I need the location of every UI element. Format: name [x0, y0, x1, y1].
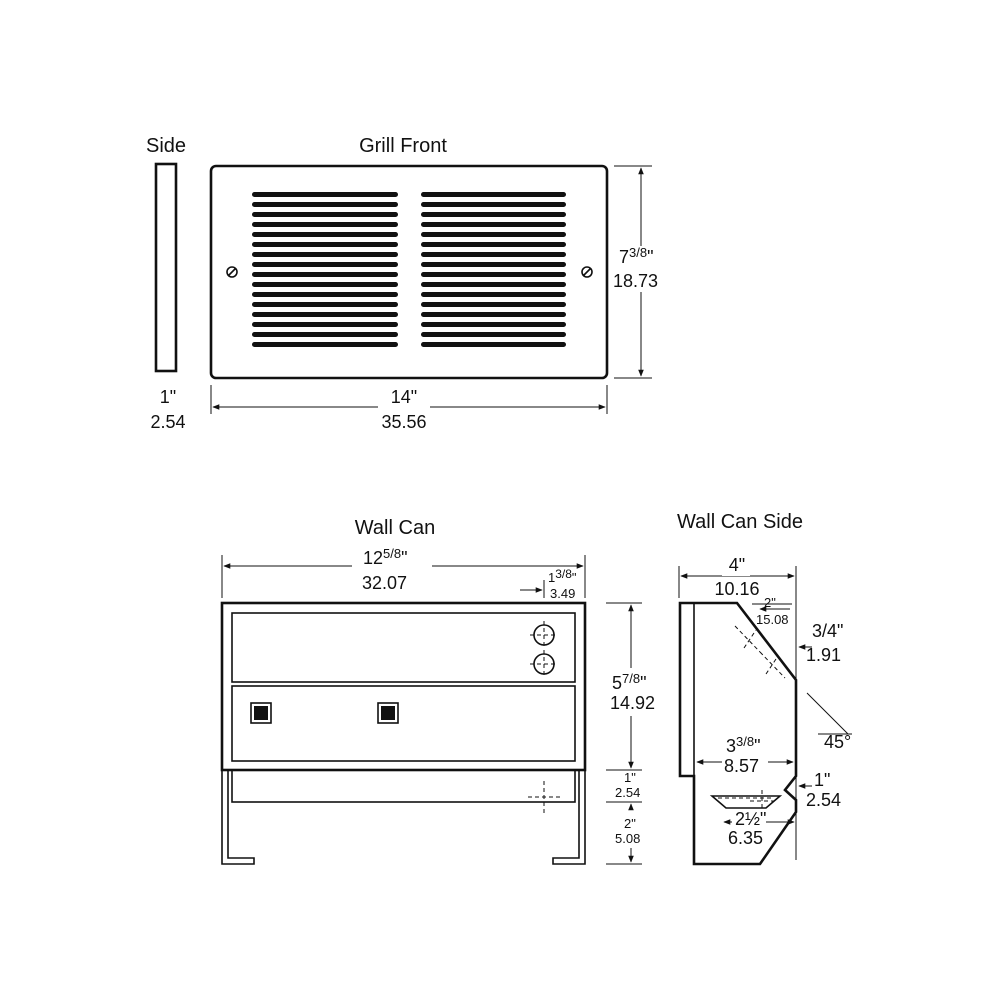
wall-can-bottom-flange: [231, 769, 576, 803]
louver-slat: [252, 292, 398, 297]
louver-slat: [252, 302, 398, 307]
wall-can-leg-cm: 5.08: [615, 831, 640, 846]
louver-slat: [252, 312, 398, 317]
louver-slat: [252, 332, 398, 337]
wall-can-gap-cm: 2.54: [615, 785, 640, 800]
wall-can-side-depth-in: 4": [729, 555, 745, 575]
wall-can-lower-panel: [231, 685, 576, 762]
grill-screw-left: [226, 266, 238, 278]
grill-height-in: 73/8": [619, 245, 653, 267]
side-bottom-in: 1": [814, 770, 830, 790]
louver-slat: [252, 222, 398, 227]
louver-slat: [421, 242, 566, 247]
wall-can-gap-in: 1": [624, 770, 636, 785]
side-mounting-slot: [709, 790, 783, 812]
side-slot-in: 33/8": [726, 734, 760, 756]
louver-slat: [421, 282, 566, 287]
side-base-cm: 6.35: [728, 828, 763, 848]
louver-slat: [421, 252, 566, 257]
louver-slat: [252, 192, 398, 197]
louver-slat: [252, 252, 398, 257]
louver-slat: [421, 312, 566, 317]
knockout-top: [530, 621, 558, 649]
wall-can-side-view: Wall Can Side 4" 10.16 2" 15.08 3/4" 1.9…: [677, 511, 852, 866]
louver-slat: [252, 322, 398, 327]
side-profile: [154, 162, 178, 373]
grill-frame: [209, 164, 609, 380]
wall-can-offset-in: 13/8": [548, 567, 577, 585]
grill-screw-right: [581, 266, 593, 278]
side-knockout-hole: [734, 625, 786, 679]
louver-slat: [421, 302, 566, 307]
side-bottom-cm: 2.54: [806, 790, 841, 810]
side-hole-in: 2": [764, 595, 776, 610]
louver-slat: [252, 282, 398, 287]
wall-can-view: Wall Can 125/8" 32.07 13/8" 3.49: [220, 517, 655, 865]
wall-can-height-in: 57/8": [612, 671, 646, 693]
louver-slat: [252, 202, 398, 207]
wall-can-width-cm: 32.07: [362, 573, 407, 593]
louver-slat: [421, 222, 566, 227]
side-width-cm: 2.54: [150, 412, 185, 432]
louver-slat: [421, 292, 566, 297]
side-title: Side: [146, 135, 186, 157]
side-angle-label: 45°: [824, 732, 851, 752]
louver-slat: [252, 212, 398, 217]
mounting-square-left: [250, 702, 272, 724]
knockout-bottom: [530, 650, 558, 678]
wall-can-leg-in: 2": [624, 816, 636, 831]
louver-slat: [421, 262, 566, 267]
grill-front-title: Grill Front: [359, 135, 447, 157]
louver-slat: [252, 272, 398, 277]
side-width-in: 1": [160, 387, 176, 407]
grill-louvers: [252, 192, 566, 347]
louver-slat: [252, 262, 398, 267]
mounting-square-right: [377, 702, 399, 724]
louver-slat: [421, 272, 566, 277]
wall-can-offset-cm: 3.49: [550, 586, 575, 601]
louver-slat: [421, 212, 566, 217]
louver-slat: [421, 342, 566, 347]
louver-slat: [421, 202, 566, 207]
side-hole-dia-in: 3/4": [812, 621, 843, 641]
wall-can-leg-right: [552, 770, 586, 865]
side-hole-dia-cm: 1.91: [806, 645, 841, 665]
louver-slat: [421, 332, 566, 337]
wall-can-upper-panel: [231, 612, 576, 683]
grill-front-view: Grill Front 14" 35.56 73/8" 18.73: [209, 135, 658, 432]
wall-can-side-depth-cm: 10.16: [714, 579, 759, 599]
louver-slat: [252, 242, 398, 247]
wall-can-side-title: Wall Can Side: [677, 511, 803, 533]
side-hole-cm: 15.08: [756, 612, 789, 627]
louver-slat: [421, 232, 566, 237]
wall-can-leg-left: [221, 770, 255, 865]
louver-slat: [252, 342, 398, 347]
wall-can-width-in: 125/8": [363, 546, 408, 568]
grill-width-in: 14": [391, 387, 417, 407]
louver-slat: [421, 322, 566, 327]
louver-slat: [252, 232, 398, 237]
side-slot-cm: 8.57: [724, 756, 759, 776]
louver-slat: [421, 192, 566, 197]
side-view: Side 1" 2.54: [146, 135, 186, 432]
grill-width-cm: 35.56: [381, 412, 426, 432]
side-base-in: 2½": [735, 809, 766, 829]
wall-can-height-cm: 14.92: [610, 693, 655, 713]
grill-height-cm: 18.73: [613, 271, 658, 291]
wall-can-title: Wall Can: [355, 517, 435, 539]
